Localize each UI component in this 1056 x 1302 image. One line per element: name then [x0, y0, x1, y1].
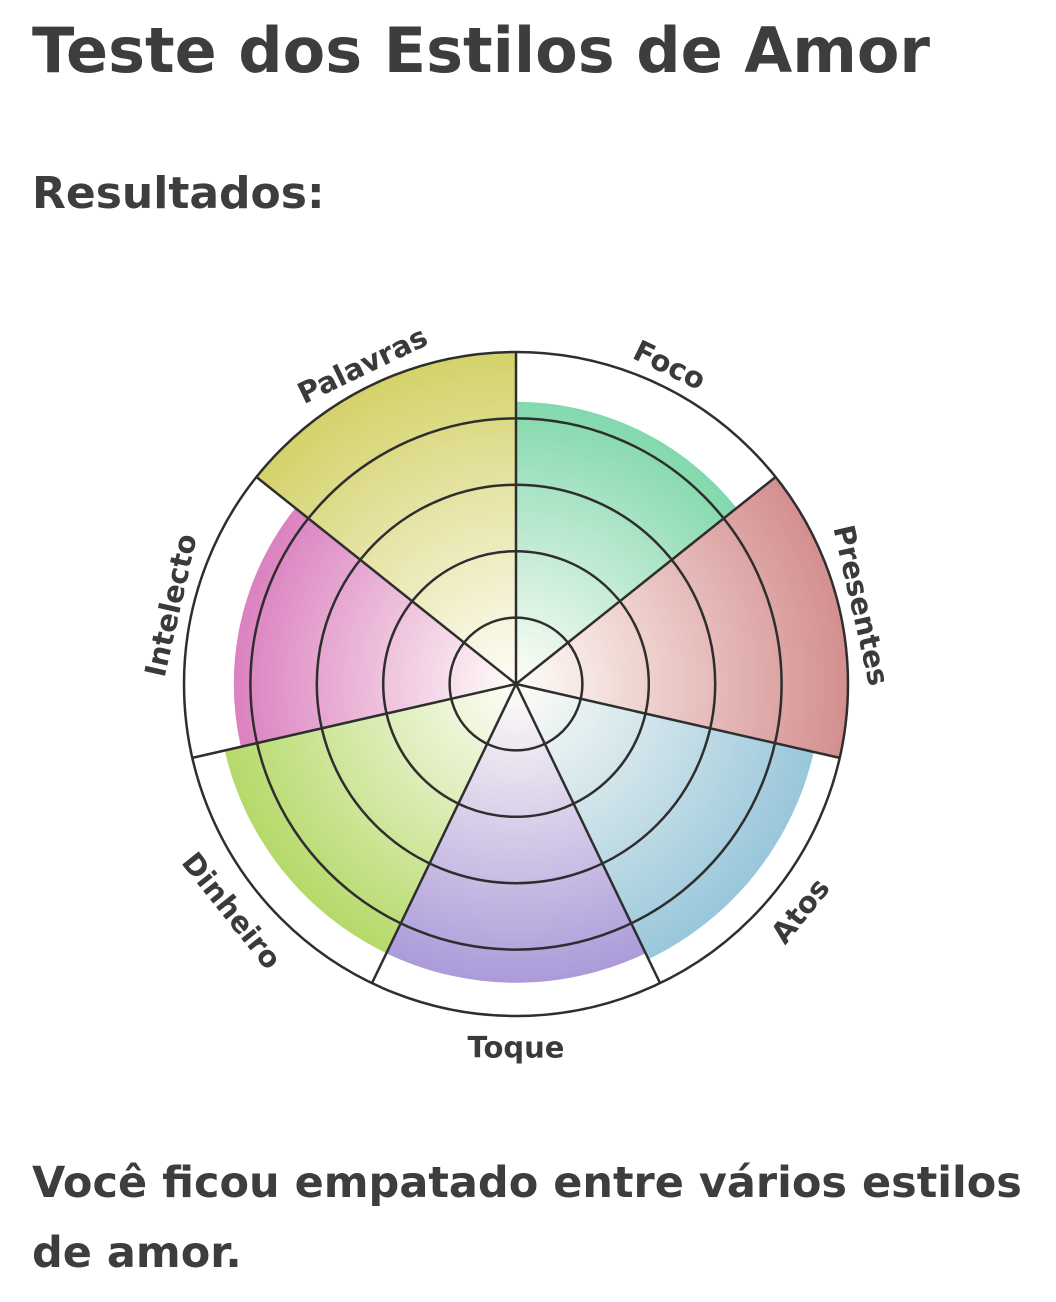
wedge-intelecto	[233, 508, 517, 747]
grid-spoke	[370, 683, 518, 984]
results-heading: Resultados:	[32, 168, 325, 219]
wedge-presentes	[516, 477, 849, 758]
wedge-foco	[516, 401, 737, 684]
wedge-palavras	[256, 352, 516, 684]
result-message: Você ficou empatado entre vários estilos…	[32, 1158, 1022, 1278]
grid-spoke	[515, 682, 840, 760]
grid-spoke	[514, 683, 662, 984]
page-title: Teste dos Estilos de Amor	[32, 14, 931, 87]
wedge-toque	[386, 684, 646, 983]
grid-spoke	[515, 476, 777, 685]
grid-spoke	[255, 476, 517, 685]
grid-spoke	[192, 682, 517, 760]
wedge-atos	[516, 684, 814, 960]
label-toque: Toque	[468, 1031, 565, 1065]
